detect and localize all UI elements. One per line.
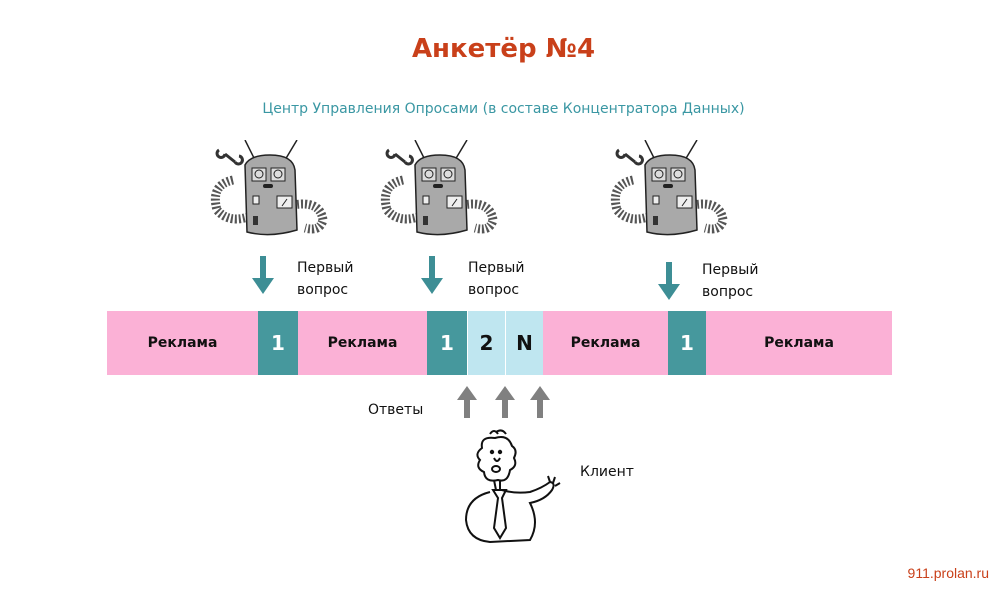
label-line: вопрос: [702, 284, 754, 300]
arrow-down-icon: [421, 256, 443, 294]
arrow-down-icon: [252, 256, 274, 294]
page-title: Анкетёр №4: [411, 34, 596, 64]
robot-icon: [605, 140, 745, 240]
answer-arrows: [457, 386, 550, 418]
robot-icon: [205, 140, 345, 240]
answer-segment: 2: [467, 311, 505, 375]
label-line: Первый: [702, 262, 759, 278]
arrow-down-icon: [658, 262, 680, 300]
arrow-up-icon: [495, 386, 515, 418]
label-line: Первый: [468, 260, 525, 276]
question-segment: 1: [427, 311, 467, 375]
first-question-label: Первый вопрос: [297, 257, 353, 301]
subtitle: Центр Управления Опросами (в составе Кон…: [262, 101, 745, 117]
client-figure-icon: [464, 429, 561, 544]
ad-segment: Реклама: [298, 311, 427, 375]
label-line: вопрос: [297, 282, 349, 298]
first-question-label: Первый вопрос: [702, 259, 758, 303]
arrow-up-icon: [530, 386, 550, 418]
arrow-up-icon: [457, 386, 477, 418]
ad-segment: Реклама: [543, 311, 668, 375]
question-segment: 1: [258, 311, 298, 375]
first-question-label: Первый вопрос: [468, 257, 524, 301]
answer-segment: N: [505, 311, 543, 375]
ad-segment: Реклама: [107, 311, 258, 375]
client-label: Клиент: [580, 464, 634, 480]
robot-icon: [375, 140, 515, 240]
answers-label: Ответы: [368, 402, 424, 418]
label-line: вопрос: [468, 282, 520, 298]
label-line: Первый: [297, 260, 354, 276]
ad-segment: Реклама: [706, 311, 892, 375]
question-segment: 1: [668, 311, 706, 375]
footer-link[interactable]: 911.prolan.ru: [907, 565, 989, 581]
